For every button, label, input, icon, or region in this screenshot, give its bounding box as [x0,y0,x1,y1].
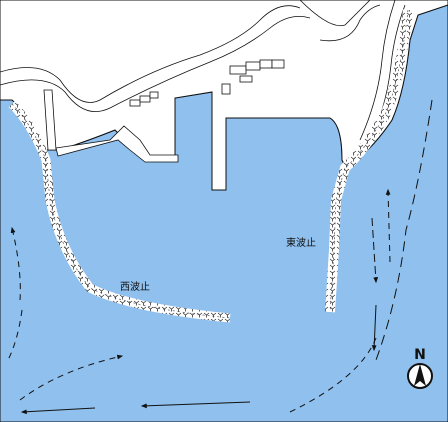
current-arrow-southeast [289,337,377,413]
west-breakwater-label: 西波止 [120,282,150,293]
current-arrow-east-long [375,99,433,361]
west-inner-pier [43,89,179,163]
west-breakwater [8,100,231,323]
north-arrow-label: N [414,347,426,363]
current-arrow-west-down [7,309,23,361]
current-arrows [7,99,433,415]
current-arrow-west-up [10,226,21,301]
east-breakwater [325,9,413,313]
current-arrow-east-down [371,217,379,284]
north-arrow-icon: N [407,347,433,389]
buildings [129,59,285,107]
current-arrow-east-small [371,304,377,352]
east-breakwater-label: 東波止 [286,238,316,249]
current-arrow-east-up-dashed [385,188,391,263]
current-arrow-south-left-2 [140,401,251,409]
current-arrow-south-left-1 [20,407,96,415]
